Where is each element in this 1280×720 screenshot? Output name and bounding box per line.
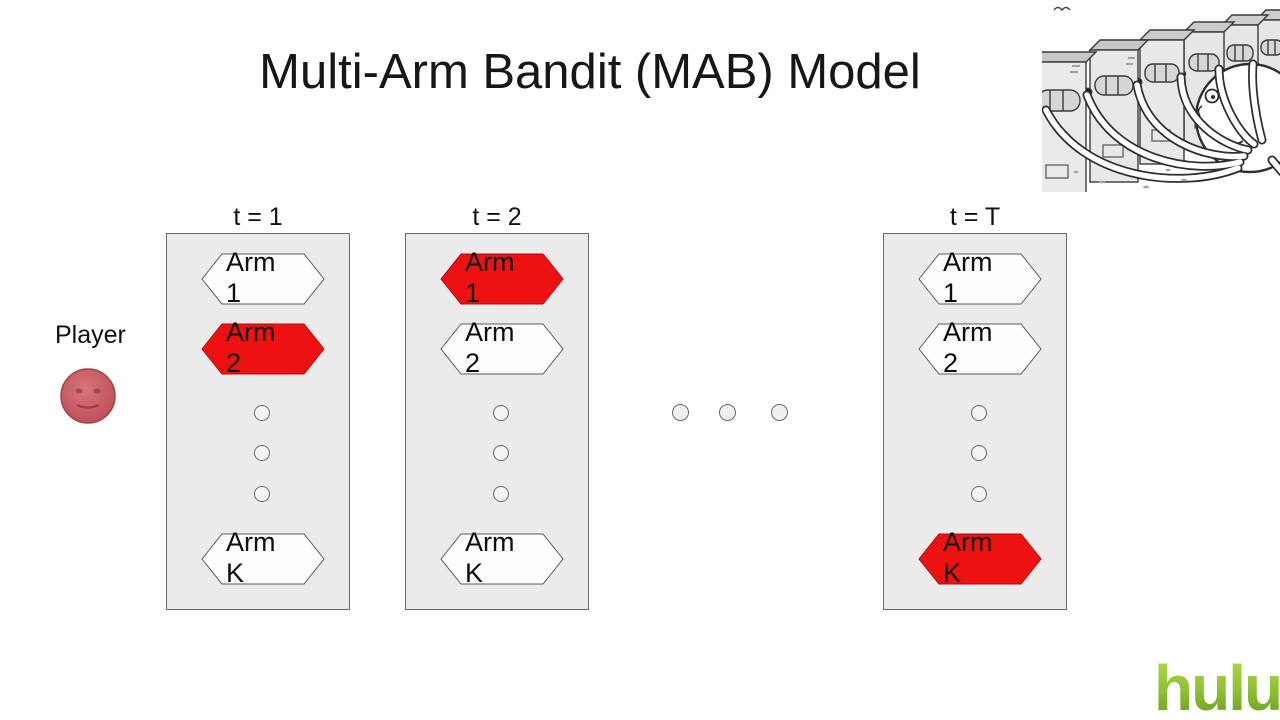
between-columns-dot [771, 404, 788, 421]
time-label-t2: t = 2 [472, 203, 522, 231]
player-label: Player [55, 321, 126, 349]
player-icon [60, 368, 116, 424]
ellipsis-dot [971, 445, 987, 461]
ellipsis-dot [254, 405, 270, 421]
ellipsis-dot [254, 445, 270, 461]
bird-icon [1053, 6, 1071, 12]
time-label-tT: t = T [949, 203, 1001, 231]
ellipsis-dot [493, 486, 509, 502]
octopus [1042, 59, 1280, 189]
time-label-t1: t = 1 [233, 203, 283, 231]
ellipsis-dot [971, 405, 987, 421]
tentacles [1042, 59, 1280, 183]
floor-speckles [1073, 168, 1187, 189]
between-columns-dot [719, 404, 736, 421]
hulu-logo: hulu [1154, 652, 1280, 720]
ellipsis-dot [493, 405, 509, 421]
ellipsis-dot [971, 486, 987, 502]
between-columns-dot [672, 404, 689, 421]
ellipsis-dot [493, 445, 509, 461]
octopus-slot-machines-illustration [1042, 6, 1280, 192]
slot-machines [1042, 9, 1280, 192]
page-title: Multi-Arm Bandit (MAB) Model [259, 45, 921, 99]
ellipsis-dot [254, 486, 270, 502]
